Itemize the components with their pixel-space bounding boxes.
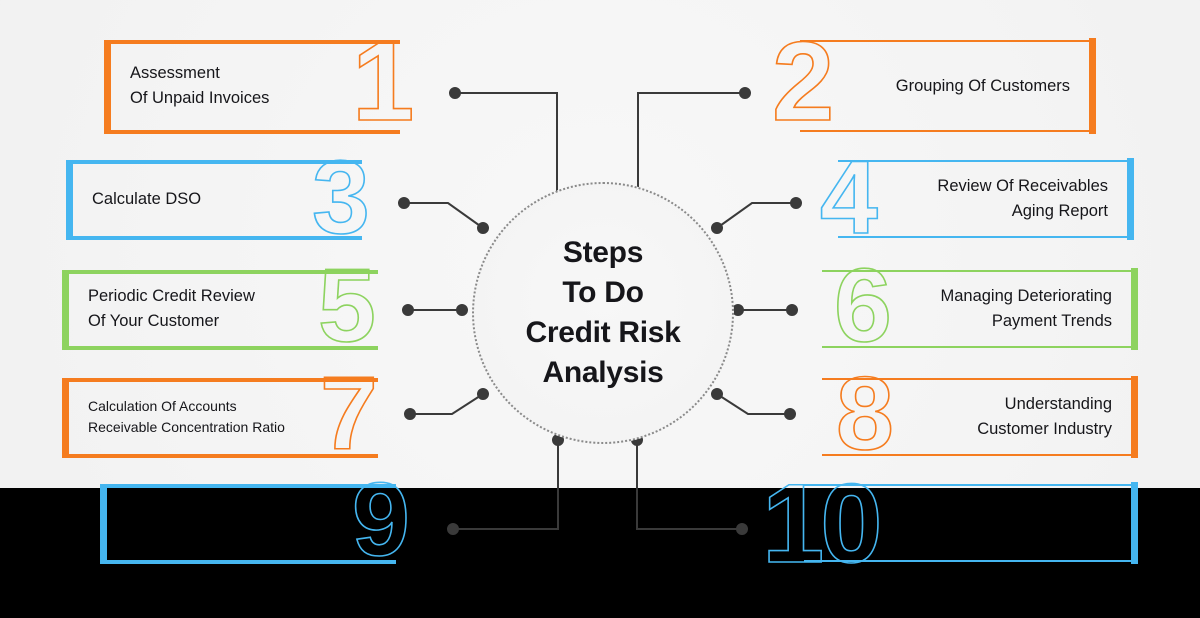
step-label: Periodic Credit Review Of Your Customer xyxy=(88,287,255,330)
step-card-rule xyxy=(100,562,396,564)
step-card-rule xyxy=(62,272,378,274)
step-card-5[interactable]: Periodic Credit Review Of Your Customer xyxy=(62,270,378,350)
step-label: Understanding Customer Industry xyxy=(977,395,1112,438)
step-card-3[interactable]: Calculate DSO xyxy=(66,160,362,240)
step-label: Grouping Of Customers xyxy=(895,76,1070,95)
step-card-rule xyxy=(104,132,400,134)
step-accent-bar xyxy=(1089,38,1096,134)
step-card-rule xyxy=(62,456,378,458)
step-label: Review Of Receivables Aging Report xyxy=(937,177,1108,220)
step-card-4[interactable]: Review Of Receivables Aging Report xyxy=(838,158,1134,240)
step-accent-bar xyxy=(1131,376,1138,458)
step-card-rule xyxy=(804,560,1138,562)
step-accent-bar xyxy=(1127,158,1134,240)
step-card-rule xyxy=(822,454,1138,456)
step-card-rule xyxy=(104,42,400,44)
step-accent-bar xyxy=(100,484,107,562)
step-card-rule xyxy=(804,484,1138,486)
step-card-rule xyxy=(822,378,1138,380)
step-label: Assessment Of Unpaid Invoices xyxy=(130,64,270,107)
step-card-rule xyxy=(822,270,1138,272)
step-card-9[interactable] xyxy=(100,484,396,564)
step-accent-bar xyxy=(1131,268,1138,350)
step-accent-bar xyxy=(62,378,69,456)
step-card-1[interactable]: Assessment Of Unpaid Invoices xyxy=(104,40,400,134)
step-card-rule xyxy=(62,348,378,350)
step-label: Calculate DSO xyxy=(92,189,202,208)
step-accent-bar xyxy=(62,270,69,348)
step-card-rule xyxy=(800,130,1096,132)
step-card-6[interactable]: Managing Deteriorating Payment Trends xyxy=(822,268,1138,350)
step-label: Managing Deteriorating Payment Trends xyxy=(940,287,1112,330)
step-card-10[interactable] xyxy=(804,482,1138,564)
step-label: Calculation Of Accounts Receivable Conce… xyxy=(88,398,285,435)
step-card-8[interactable]: Understanding Customer Industry xyxy=(822,376,1138,458)
step-accent-bar xyxy=(66,160,73,238)
step-accent-bar xyxy=(104,40,111,132)
step-card-rule xyxy=(822,346,1138,348)
step-card-2[interactable]: Grouping Of Customers xyxy=(800,38,1096,134)
center-hub: Steps To Do Credit Risk Analysis xyxy=(472,182,734,444)
step-card-rule xyxy=(66,162,362,164)
step-card-rule xyxy=(62,380,378,382)
step-card-rule xyxy=(800,40,1096,42)
step-card-rule xyxy=(100,486,396,488)
center-heading: Steps To Do Credit Risk Analysis xyxy=(525,236,681,389)
step-accent-bar xyxy=(1131,482,1138,564)
step-card-rule xyxy=(838,160,1134,162)
bottom-black-band xyxy=(0,488,1200,618)
step-card-rule xyxy=(838,236,1134,238)
step-card-rule xyxy=(66,238,362,240)
step-card-7[interactable]: Calculation Of Accounts Receivable Conce… xyxy=(62,378,378,458)
